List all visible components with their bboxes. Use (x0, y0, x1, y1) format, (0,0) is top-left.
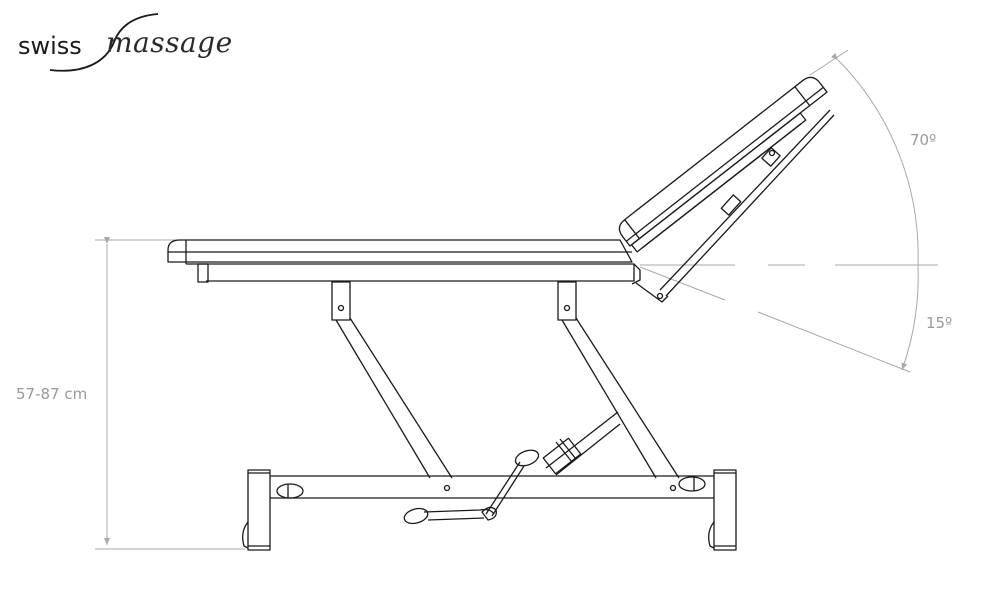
height-range-label: 57-87 cm (16, 385, 88, 403)
backrest (618, 76, 828, 253)
backrest-up-angle-label: 70º (910, 131, 937, 149)
angle-dimension (639, 49, 938, 373)
height-dimension (95, 237, 245, 550)
brand-logo: swiss massage (14, 12, 234, 72)
backrest-down-angle-label: 15º (926, 314, 953, 332)
logo-text-massage: massage (106, 26, 233, 59)
logo-text-swiss: swiss (18, 32, 82, 60)
logo-swoosh-icon (49, 13, 159, 72)
table-outline (167, 76, 835, 551)
